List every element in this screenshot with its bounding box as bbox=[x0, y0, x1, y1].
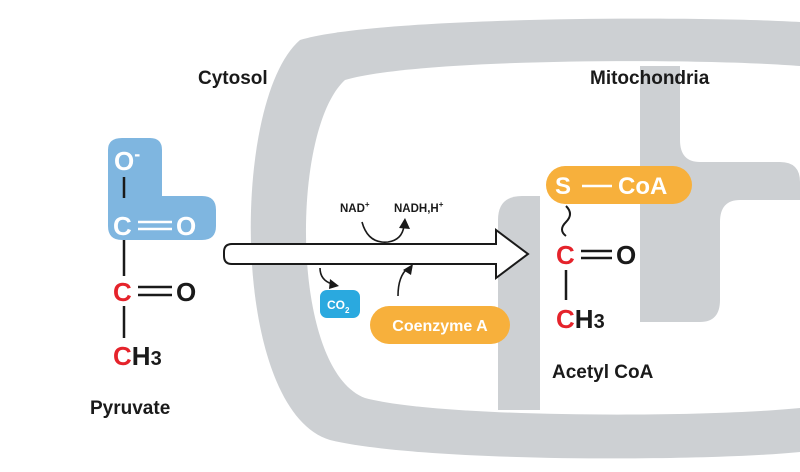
nad-plus-label: NAD+ bbox=[340, 200, 370, 215]
co2-arrowhead bbox=[329, 279, 339, 289]
pyruvate-c2: C bbox=[113, 277, 132, 307]
pyruvate-c1: C bbox=[113, 211, 132, 241]
acetyl-coa-group: CoA bbox=[618, 173, 667, 200]
crista-right-top bbox=[640, 66, 800, 322]
crista-left-lower-inner bbox=[506, 236, 530, 410]
s-coa-highlight bbox=[546, 166, 692, 204]
co2-badge bbox=[320, 290, 360, 318]
acetyl-ch3: CH3 bbox=[556, 304, 605, 334]
pyruvate-ch3: CH3 bbox=[113, 341, 162, 371]
acetyl-o1: O bbox=[616, 240, 636, 270]
nadh-label: NADH,H+ bbox=[394, 200, 444, 215]
coa-arrowhead bbox=[403, 264, 413, 275]
pyruvate-o1: O bbox=[176, 211, 196, 241]
co2-label: CO2 bbox=[327, 298, 350, 315]
pyruvate-o-minus: O- bbox=[114, 144, 140, 176]
coenzyme-a-label: Coenzyme A bbox=[392, 318, 488, 335]
pyruvate-label: Pyruvate bbox=[90, 398, 170, 419]
acetyl-coa-label: Acetyl CoA bbox=[552, 362, 654, 383]
coenzyme-a-badge bbox=[370, 306, 510, 344]
acetyl-s: S bbox=[555, 173, 571, 200]
nad-arrowhead bbox=[399, 218, 410, 229]
cytosol-label: Cytosol bbox=[198, 68, 268, 89]
wavy-bond bbox=[561, 205, 571, 237]
carboxyl-highlight bbox=[108, 138, 216, 240]
mitochondria-label: Mitochondria bbox=[590, 68, 710, 89]
nad-to-nadh-arrow bbox=[361, 221, 405, 243]
pyruvate-o2: O bbox=[176, 277, 196, 307]
crista-right-top-cut bbox=[690, 66, 800, 150]
reaction-arrow bbox=[223, 228, 530, 280]
acetyl-c1: C bbox=[556, 240, 575, 270]
